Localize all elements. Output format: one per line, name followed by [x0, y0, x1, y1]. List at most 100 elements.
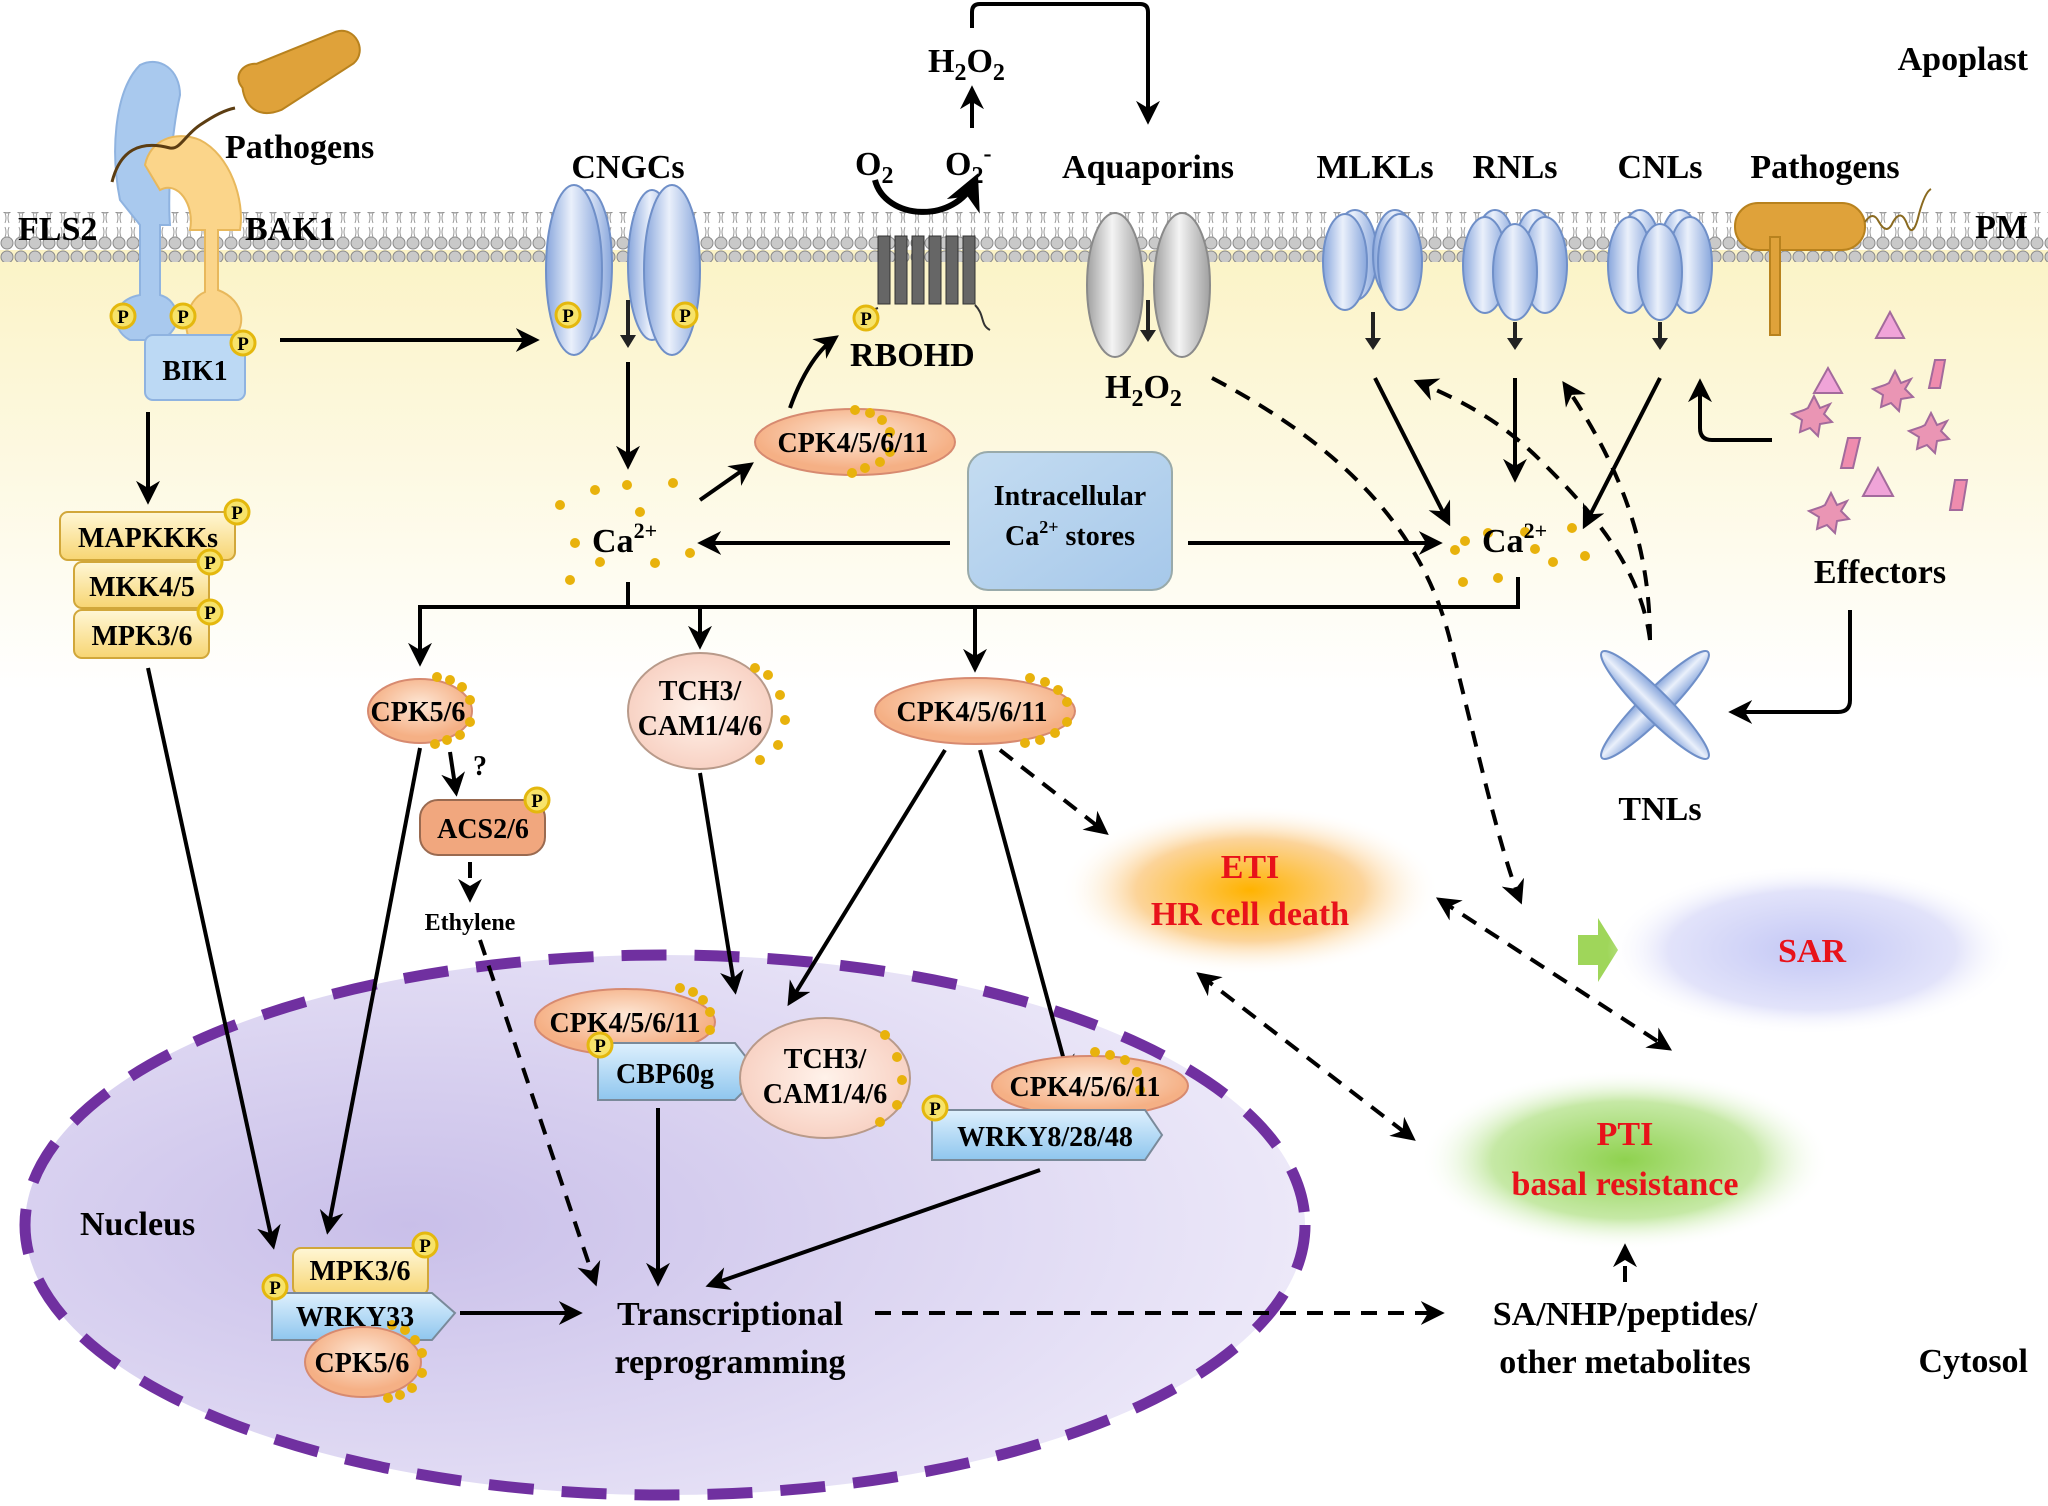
acs26-node [419, 799, 546, 856]
mlkl-channel [1322, 209, 1423, 350]
dashed-eti-pti-2 [1196, 972, 1416, 1141]
calcium-right [1450, 523, 1590, 587]
cpk4-top-node [754, 405, 956, 478]
arrow-cpk56-acs [441, 751, 466, 797]
svg-text:P: P [204, 603, 216, 624]
pti-label-2: basal resistance [1512, 1166, 1739, 1203]
arrow-effectors-tnls [1728, 610, 1852, 724]
metabolites-label-2: other metabolites [1499, 1344, 1750, 1381]
stores-label-line2: Ca2+ stores [1005, 517, 1135, 552]
wrky33-label: WRKY33 [296, 1302, 414, 1333]
cngcs-label: CNGCs [571, 149, 684, 186]
apoplast-label: Apoplast [1898, 41, 2029, 78]
bik1-box [144, 334, 246, 401]
phospho-icon: P [554, 301, 582, 329]
pathogen-right-icon [1734, 188, 1932, 336]
eti-label-2: HR cell death [1151, 896, 1349, 933]
arrow-o2-conversion [872, 173, 980, 215]
arrow-mpk-wrky33 [146, 667, 281, 1250]
phospho-icon: P [671, 301, 699, 329]
tch3-mid-label-2: CAM1/4/6 [638, 711, 762, 742]
svg-text:P: P [419, 1236, 431, 1257]
phospho-icon: P [196, 548, 224, 576]
cbp60g-label: CBP60g [616, 1059, 714, 1090]
cpk4-mid-label: CPK4/5/6/11 [897, 697, 1048, 728]
aquaporins-label: Aquaporins [1062, 149, 1234, 186]
cngc-channel [545, 184, 701, 356]
effectors-label: Effectors [1814, 554, 1946, 591]
svg-text:P: P [204, 553, 216, 574]
sar-label: SAR [1778, 933, 1846, 970]
mapkkks-label: MAPKKKs [78, 523, 218, 554]
dashed-ethylene-transcription [478, 939, 601, 1287]
svg-text:P: P [177, 307, 189, 328]
mapk-cascade [59, 511, 236, 659]
rbohd-label: RBOHD [850, 337, 975, 374]
calcium-right-label: Ca2+ [1482, 518, 1547, 560]
arrow-cpk4-wrky [978, 749, 1075, 1080]
arrow-h2o2-aquaporins [970, 2, 1160, 125]
o2-label: O2 [855, 146, 893, 189]
h2o2-top-label: H2O2 [928, 43, 1005, 86]
acs26-label: ACS2/6 [437, 814, 529, 845]
tnl-receptor [1600, 650, 1710, 760]
cytosol-label: Cytosol [1918, 1343, 2028, 1380]
arrow-ca-cpk4-top [698, 462, 754, 502]
transcriptional-label-2: reprogramming [614, 1344, 845, 1381]
pti-label-1: PTI [1597, 1116, 1654, 1153]
phospho-icon: P [196, 598, 224, 626]
metabolites-label-1: SA/NHP/peptides/ [1493, 1296, 1758, 1333]
question-mark: ? [473, 751, 487, 782]
phospho-icon: P [523, 786, 551, 814]
mkk45-label: MKK4/5 [89, 572, 195, 603]
svg-text:P: P [269, 1278, 281, 1299]
dashed-cpk4-eti [998, 748, 1109, 835]
dashed-tnls-rnls [1562, 381, 1652, 641]
sar-zone [1607, 865, 2017, 1035]
cpk4-n2-label: CPK4/5/6/11 [1010, 1072, 1161, 1103]
cpk56-n-label: CPK5/6 [315, 1348, 410, 1379]
rnls-label: RNLs [1472, 149, 1557, 186]
pti-zone [1420, 1070, 1830, 1250]
svg-text:P: P [117, 307, 129, 328]
arrow-cpk4-rbohd [788, 335, 839, 409]
rnl-channel [1462, 209, 1568, 350]
bak1-label: BAK1 [245, 211, 336, 248]
arrow-tch3-nucleus [698, 772, 744, 995]
tch3-cam-node [627, 652, 790, 770]
phospho-icon: P [229, 329, 257, 357]
eti-label-1: ETI [1221, 849, 1280, 886]
wrky82848-label: WRKY8/28/48 [957, 1122, 1133, 1153]
dashed-h2o2-sar [1211, 376, 1525, 905]
o2-superoxide-label: O2- [945, 141, 991, 189]
arrow-cpk4-tch3-nucleus [787, 748, 947, 1007]
tch3-mid-label-1: TCH3/ [659, 676, 743, 707]
svg-text:P: P [231, 503, 243, 524]
arrow-cnls-ca [1582, 377, 1662, 530]
svg-text:P: P [929, 1099, 941, 1120]
svg-text:P: P [594, 1036, 606, 1057]
phospho-icon: P [261, 1273, 289, 1301]
svg-text:P: P [679, 306, 691, 327]
phospho-icon: P [852, 304, 880, 332]
eti-zone [1060, 805, 1440, 975]
mlkls-label: MLKLs [1316, 149, 1433, 186]
cpk4-cbp60g-complex [534, 983, 911, 1139]
pm-label: PM [1975, 209, 2028, 246]
intracellular-ca-stores [967, 451, 1173, 591]
fls2-label: FLS2 [18, 211, 97, 248]
nucleus-label: Nucleus [80, 1206, 195, 1243]
rbohd-channel [861, 235, 991, 331]
mpk-wrky33-complex [271, 1247, 457, 1403]
mpk36-n-label: MPK3/6 [309, 1256, 410, 1287]
svg-text:P: P [531, 791, 543, 812]
calcium-left-label: Ca2+ [592, 518, 657, 560]
cnls-label: CNLs [1617, 149, 1702, 186]
dashed-eti-pti-1 [1435, 897, 1673, 1051]
svg-text:P: P [237, 334, 249, 355]
cnl-channel [1607, 209, 1713, 350]
arrow-cpk56-wrky33 [319, 747, 422, 1235]
mpk36-label: MPK3/6 [91, 621, 192, 652]
cpk4-wrky82848-complex [931, 1047, 1189, 1161]
